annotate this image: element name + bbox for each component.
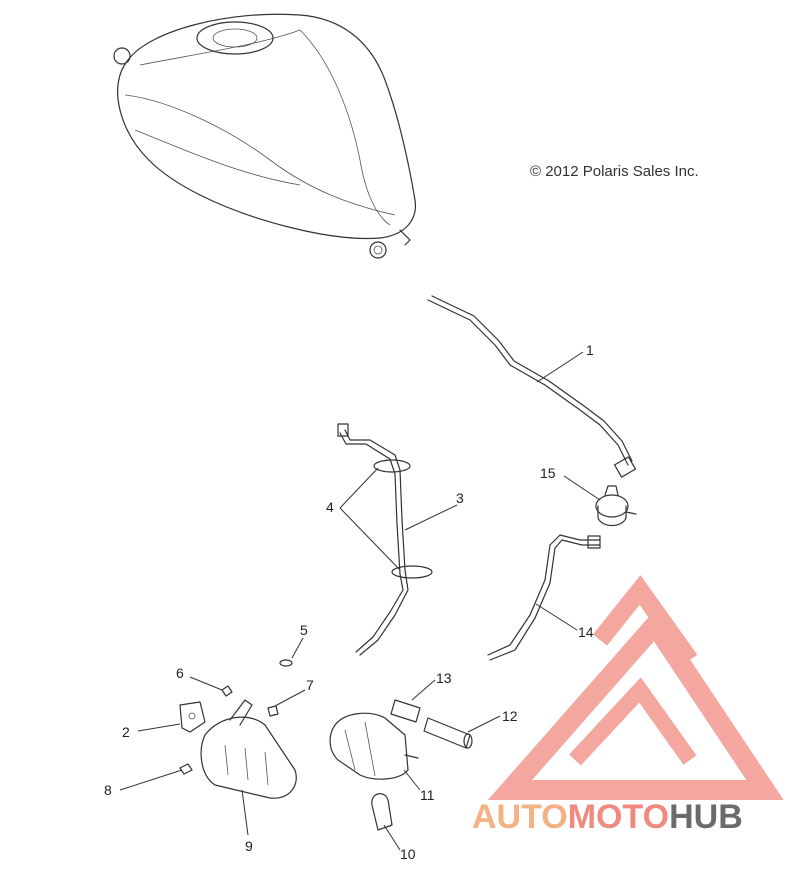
callout-8: 8: [104, 782, 112, 798]
callout-15: 15: [540, 465, 556, 481]
callout-13: 13: [436, 670, 452, 686]
svg-text:AUTOMOTOHUB: AUTOMOTOHUB: [472, 798, 743, 836]
leader-lines: [119, 351, 601, 851]
callout-11: 11: [420, 787, 435, 803]
callout-7: 7: [306, 677, 314, 693]
line-part-3: [337, 423, 409, 656]
callout-3: 3: [456, 490, 464, 506]
watermark-text: AUTOMOTOHUB: [472, 798, 743, 836]
callout-10: 10: [400, 846, 416, 862]
callout-4: 4: [326, 499, 334, 515]
callout-14: 14: [578, 624, 594, 640]
strap-part-10: [371, 793, 393, 831]
copyright-text: © 2012 Polaris Sales Inc.: [530, 163, 699, 180]
callout-6: 6: [176, 665, 184, 681]
tube-part-13: [390, 699, 421, 723]
watermark-logo: [487, 575, 784, 800]
clamp-part-4: [373, 459, 433, 579]
screw-part-5: [279, 659, 293, 667]
canister-part-11: [329, 712, 419, 780]
bolt-part-6: [221, 685, 233, 697]
watermark-hub: HUB: [669, 798, 743, 836]
callout-2: 2: [122, 724, 130, 740]
watermark-moto: MOTO: [568, 798, 669, 836]
valve-part-15: [595, 485, 637, 527]
canister-shield-part-9: [200, 699, 297, 799]
line-part-14: [487, 534, 601, 661]
watermark-auto: AUTO: [472, 798, 568, 836]
bolt-part-7: [267, 705, 279, 717]
callout-9: 9: [245, 838, 253, 854]
bolt-part-8: [179, 763, 193, 775]
callout-5: 5: [300, 622, 308, 638]
bracket-part-2: [179, 701, 206, 733]
vent-line-part-1: [427, 295, 637, 478]
callout-12: 12: [502, 708, 518, 724]
tube-part-12: [423, 717, 473, 749]
callout-labels: 1 2 3 4 5 6 7 8 9 10 11 12 13 14 15: [104, 342, 594, 862]
callout-1: 1: [586, 342, 594, 358]
fuel-tank: [113, 13, 417, 259]
